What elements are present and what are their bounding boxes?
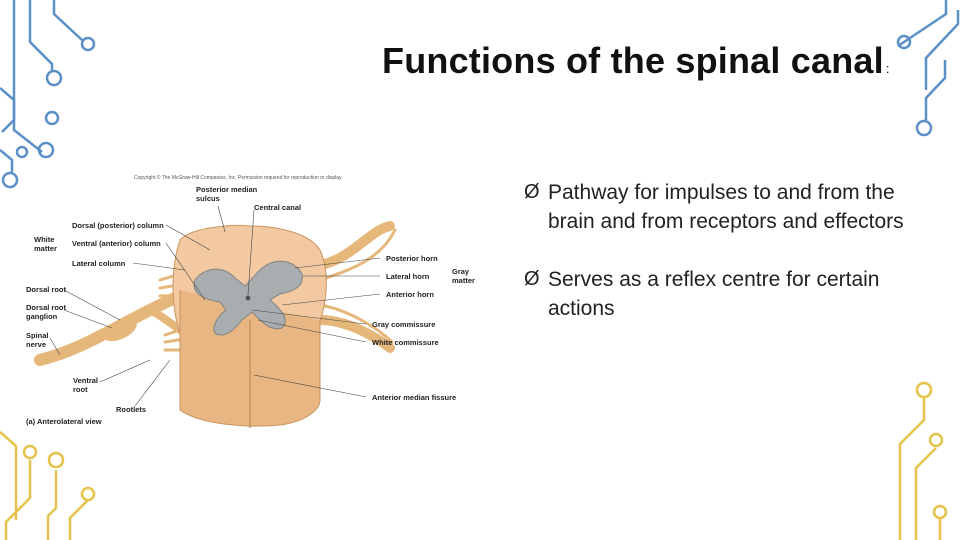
bullet-list: Ø Pathway for impulses to and from the b… [524, 178, 914, 352]
figure-copyright: Copyright © The McGraw-Hill Companies, I… [134, 174, 343, 181]
label-gray-matter: matter [452, 276, 475, 285]
title-suffix: : [885, 61, 890, 76]
spinal-cord-figure: Copyright © The McGraw-Hill Companies, I… [26, 174, 475, 428]
label-dorsal-root: Dorsal root [26, 285, 67, 294]
label-gray-commissure: Gray commissure [372, 320, 435, 329]
label-sulcus: sulcus [196, 194, 220, 203]
label-central-canal: Central canal [254, 203, 301, 212]
label-spinal: Spinal [26, 331, 49, 340]
arrow-bullet-icon: Ø [524, 181, 540, 203]
label-posterior-median: Posterior median [196, 185, 258, 194]
label-posterior-horn: Posterior horn [386, 254, 438, 263]
label-lateral-column: Lateral column [72, 259, 126, 268]
bullet-item: Ø Pathway for impulses to and from the b… [524, 178, 914, 236]
bullet-item: Ø Serves as a reflex centre for certain … [524, 265, 914, 323]
label-spinal-nerve: nerve [26, 340, 46, 349]
label-anterior-median-fissure: Anterior median fissure [372, 393, 456, 402]
label-ventral-root: root [73, 385, 88, 394]
label-white: White [34, 235, 54, 244]
label-dorsal-column: Dorsal (posterior) column [72, 221, 164, 230]
label-ventral: Ventral [73, 376, 98, 385]
label-white-matter: matter [34, 244, 57, 253]
bullet-text: Serves as a reflex centre for certain ac… [548, 268, 880, 320]
central-canal-mark [245, 295, 251, 301]
label-drg-1: Dorsal root [26, 303, 67, 312]
label-anterior-horn: Anterior horn [386, 290, 434, 299]
arrow-bullet-icon: Ø [524, 268, 540, 290]
slide-title: Functions of the spinal canal: [382, 40, 890, 82]
ganglion-shape [103, 318, 137, 342]
label-rootlets: Rootlets [116, 405, 146, 414]
label-view-caption: (a) Anterolateral view [26, 417, 102, 426]
label-white-commissure: White commissure [372, 338, 439, 347]
label-ventral-column: Ventral (anterior) column [72, 239, 161, 248]
label-lateral-horn: Lateral horn [386, 272, 430, 281]
title-text: Functions of the spinal canal [382, 40, 884, 81]
bullet-text: Pathway for impulses to and from the bra… [548, 181, 904, 233]
label-drg-2: ganglion [26, 312, 58, 321]
label-gray: Gray [452, 267, 470, 276]
